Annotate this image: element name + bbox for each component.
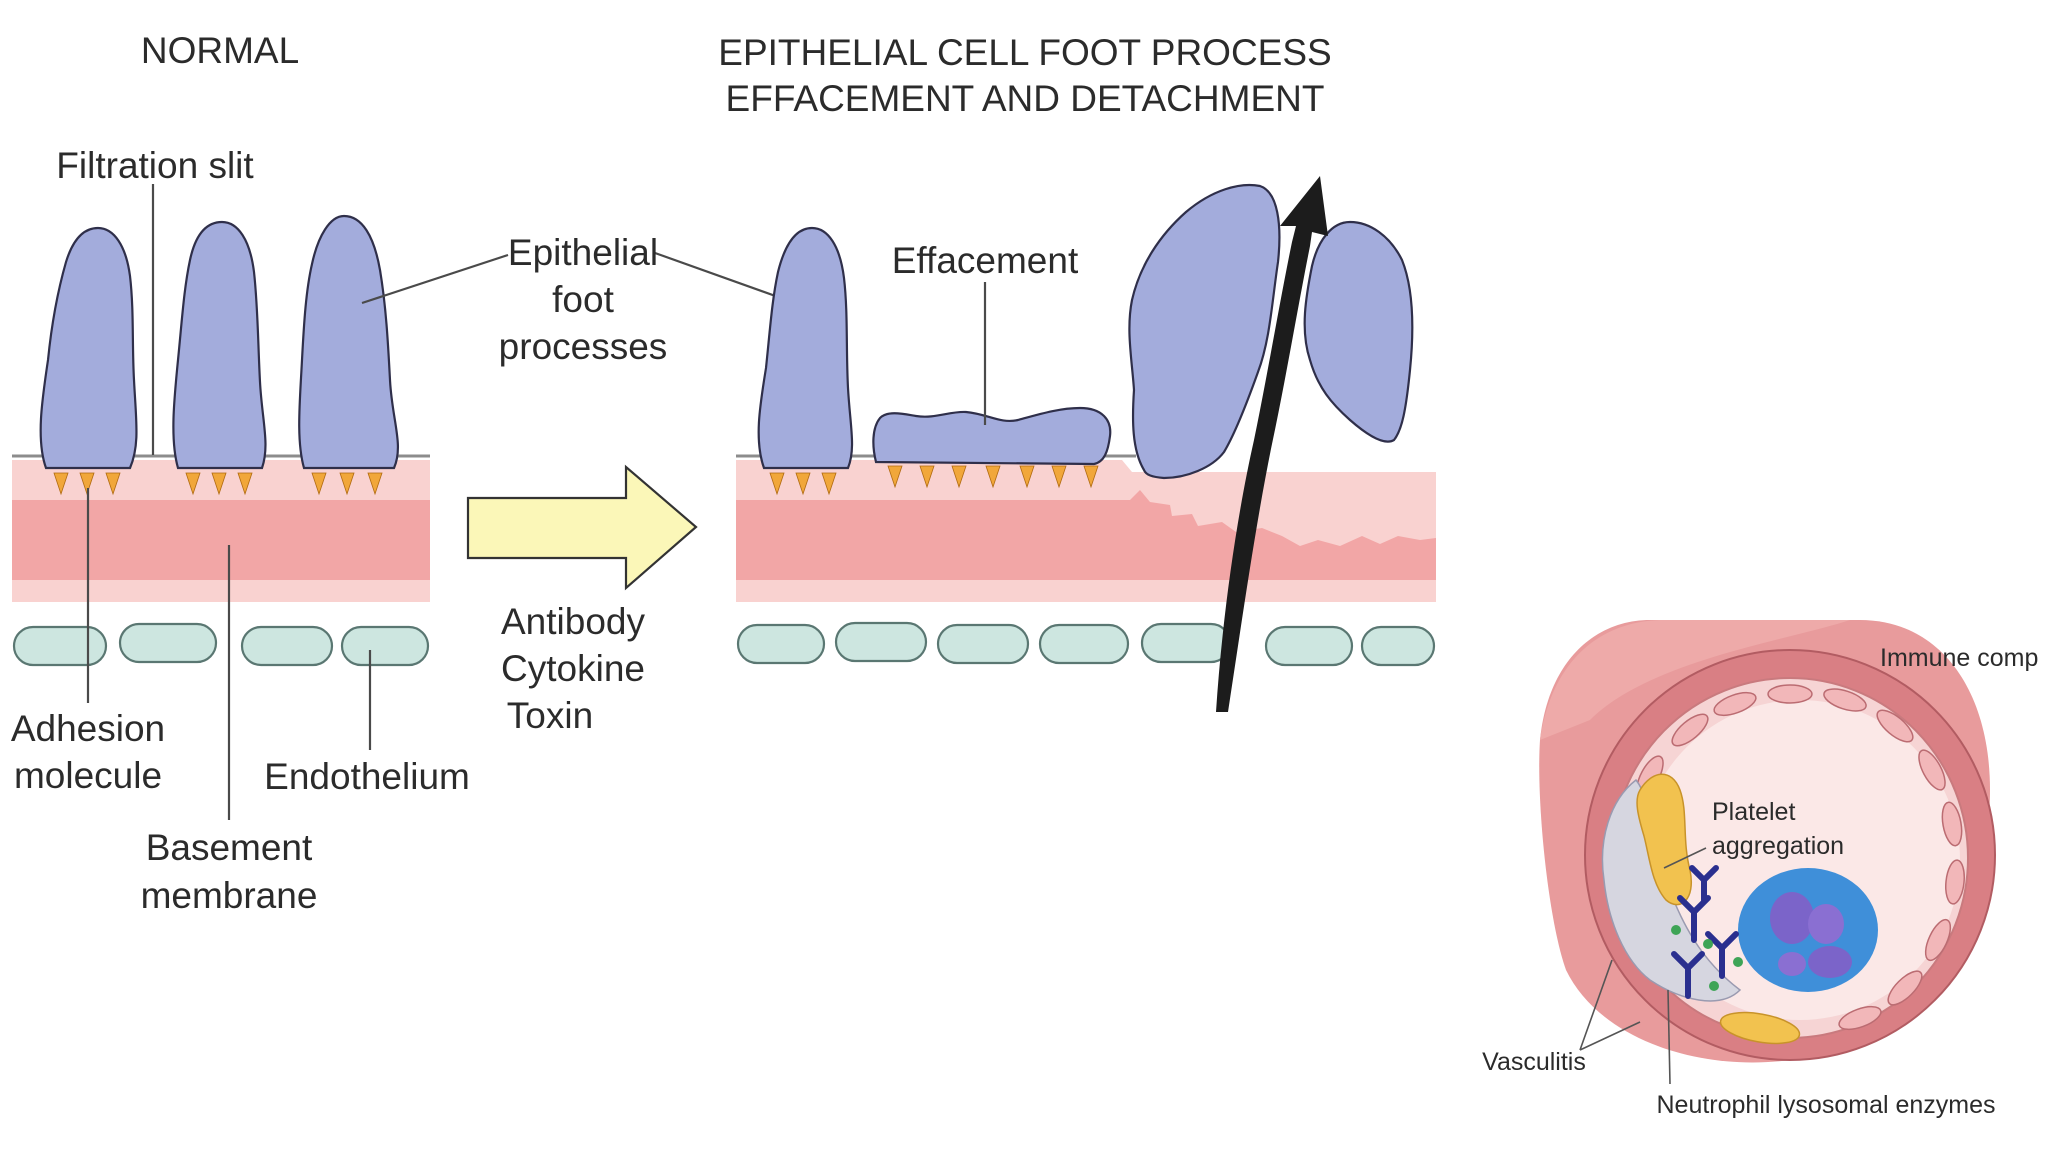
neutrophil-nucleus-lobe [1770, 892, 1814, 944]
adhesion-label-1: Adhesion [11, 708, 165, 749]
adhesion-spike [211, 472, 227, 496]
endothelial-cell [1360, 625, 1436, 667]
endothelial-cell [834, 621, 928, 663]
title-effacement-line2: EFFACEMENT AND DETACHMENT [726, 78, 1325, 119]
adhesion-spike [769, 472, 785, 496]
endothelial-cell [12, 625, 108, 667]
epithelial-label-2: foot [552, 279, 614, 320]
effaced-foot-process [872, 406, 1112, 466]
vasculitis-leader-2 [1579, 1021, 1641, 1051]
adhesion-spike [985, 465, 1001, 489]
neutrophil-nucleus-lobe [1808, 904, 1844, 944]
adhesion-label-2: molecule [14, 755, 162, 796]
neutrophil-label: Neutrophil lysosomal enzymes [1656, 1091, 1995, 1119]
adhesion-spike [53, 472, 69, 496]
adhesion-spike [105, 472, 121, 496]
adhesion-spike [1083, 465, 1099, 489]
adhesion-spike [887, 465, 903, 489]
block-arrow-right-icon [466, 464, 698, 591]
detached-foot-process [1303, 220, 1414, 443]
cause-antibody: Antibody [501, 601, 645, 642]
adhesion-spike [185, 472, 201, 496]
vasculitis-label: Vasculitis [1482, 1048, 1586, 1076]
endothelial-cell [240, 625, 334, 667]
platelet-cluster-lower [1719, 1011, 1801, 1045]
vessel-inset: Immune comp Platelet aggregation Vasculi… [1482, 620, 2038, 1119]
neutrophil-leader [1667, 989, 1671, 1085]
adhesion-spike [821, 472, 837, 496]
endothelial-cell [1264, 625, 1354, 667]
vessel-lumen [1640, 700, 1960, 1020]
adhesion-spike [311, 472, 327, 496]
transition: Antibody Cytokine Toxin [466, 464, 698, 736]
foot-process [39, 226, 138, 470]
immune-complex-label: Immune comp [1880, 644, 2038, 672]
detached-foot-process [1128, 183, 1281, 480]
foot-process [172, 220, 267, 470]
vasculitis-leader-1 [1579, 959, 1613, 1051]
adhesion-spike [795, 472, 811, 496]
basement-membrane-light-bottom [12, 580, 430, 602]
foot-process [298, 214, 400, 470]
effacement-panel: Effacement [736, 176, 1436, 712]
neutrophil-nucleus-lobe [1808, 946, 1852, 978]
basement-membrane-dense [736, 490, 1436, 580]
adhesion-spike [367, 472, 383, 496]
title-normal: NORMAL [141, 30, 299, 71]
normal-panel: Filtration slit Epithelial foot processe… [11, 145, 796, 916]
endothelial-cell [1038, 623, 1130, 665]
cause-cytokine: Cytokine [501, 648, 645, 689]
adhesion-spike [951, 465, 967, 489]
foot-process [757, 226, 854, 470]
endothelial-cell [936, 623, 1030, 665]
neutrophil-nucleus-lobe [1778, 952, 1806, 976]
immune-complexes [1671, 865, 1739, 999]
endothelial-cell [118, 622, 218, 664]
endothelial-cell [1140, 622, 1232, 664]
filtration-slit-label: Filtration slit [56, 145, 254, 186]
platelet-label-1: Platelet [1712, 798, 1795, 826]
adhesion-spike [1051, 465, 1067, 489]
endothelium-label: Endothelium [264, 756, 470, 797]
adhesion-spike [1019, 465, 1035, 489]
complement-dots [1671, 925, 1743, 991]
effacement-label: Effacement [892, 240, 1079, 281]
adhesion-spike [237, 472, 253, 496]
vessel-endothelial-cells [1636, 684, 1965, 1031]
adhesion-spike [79, 472, 95, 496]
basement-label-1: Basement [146, 827, 313, 868]
basement-label-2: membrane [141, 875, 318, 916]
title-effacement-line1: EPITHELIAL CELL FOOT PROCESS [718, 32, 1331, 73]
epithelial-leader-left [361, 253, 509, 305]
adhesion-spike [339, 472, 355, 496]
platelet-label-2: aggregation [1712, 832, 1844, 860]
cause-toxin: Toxin [507, 695, 593, 736]
vessel-tube-top [1540, 620, 1850, 740]
endothelial-cell [736, 623, 826, 665]
epithelial-leader-right [654, 251, 796, 305]
epithelial-label-1: Epithelial [508, 232, 658, 273]
curved-arrow-up-icon [1216, 176, 1328, 712]
adhesion-spike [919, 465, 935, 489]
platelet-cluster [1636, 773, 1692, 906]
endothelial-cell [340, 625, 430, 667]
basement-membrane-dense [12, 500, 430, 580]
epithelial-label-3: processes [499, 326, 668, 367]
platelet-leader [1663, 847, 1707, 869]
